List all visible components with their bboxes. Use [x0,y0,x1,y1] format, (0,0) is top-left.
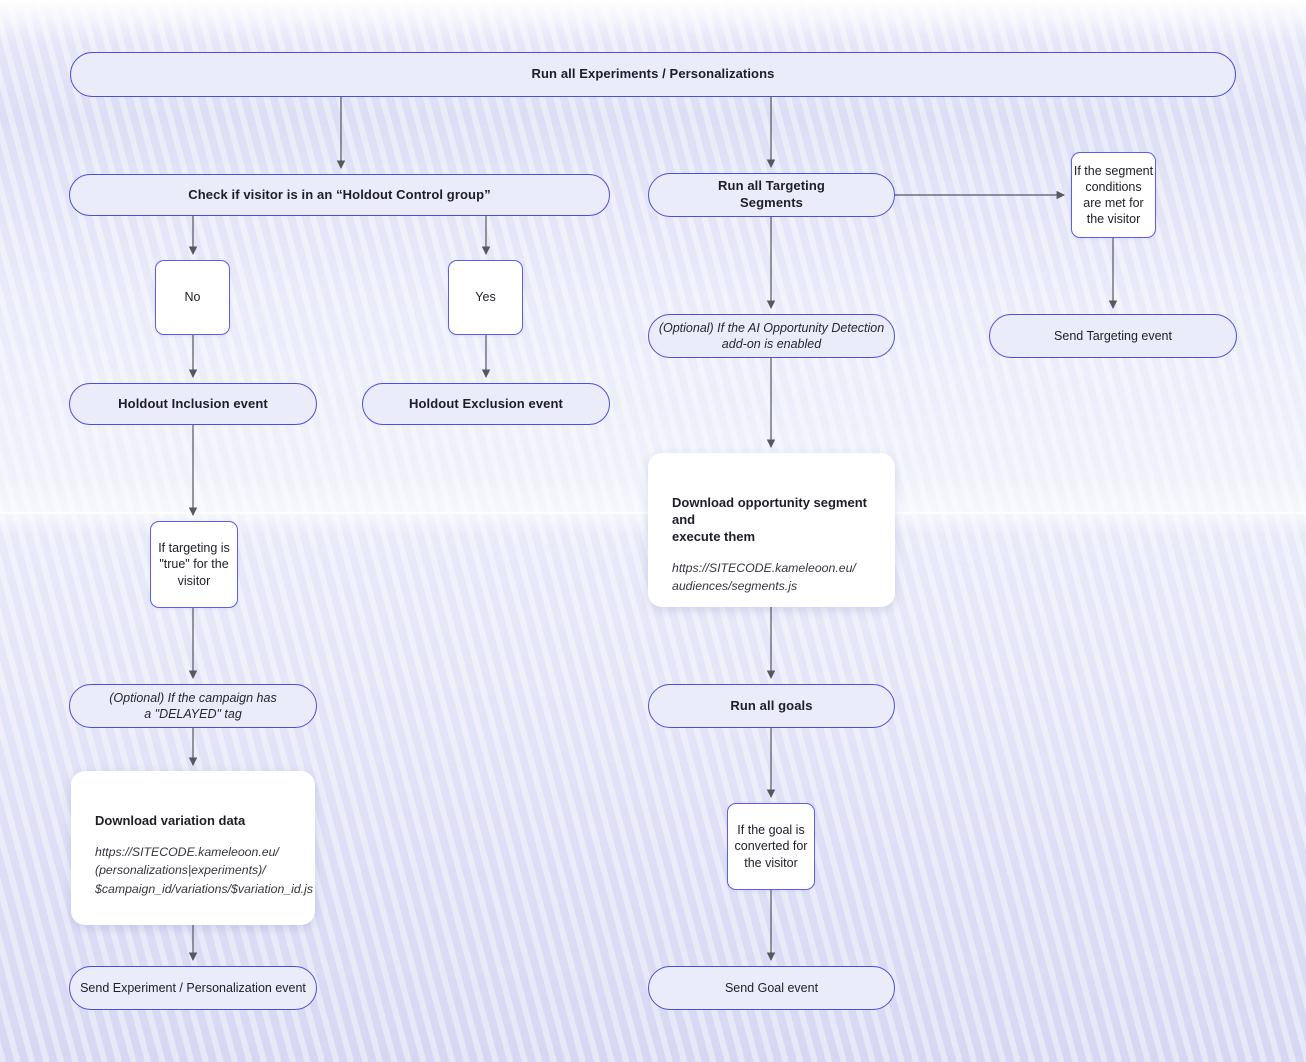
node-send-targeting-event: Send Targeting event [989,314,1237,358]
node-if-segment-conditions-met: If the segment conditions are met for th… [1071,152,1156,238]
card-url-variation-data: https://SITECODE.kameleoon.eu/ (personal… [95,844,314,896]
node-run-all-experiments: Run all Experiments / Personalizations [70,52,1236,97]
node-download-variation-data-card: Download variation data https://SITECODE… [71,771,315,925]
node-send-experiment-event: Send Experiment / Personalization event [69,966,317,1010]
card-url-opportunity-segment: https://SITECODE.kameleoon.eu/ audiences… [672,560,856,594]
node-optional-delayed-tag: (Optional) If the campaign has a "DELAYE… [69,684,317,728]
node-holdout-inclusion-event: Holdout Inclusion event [69,383,317,425]
node-check-holdout-group: Check if visitor is in an “Holdout Contr… [69,174,610,216]
node-if-goal-converted: If the goal is converted for the visitor [727,803,815,890]
node-run-all-goals: Run all goals [648,684,895,728]
node-no: No [155,260,230,335]
card-title-download-opportunity-segment: Download opportunity segment and execute… [672,495,867,544]
node-send-goal-event: Send Goal event [648,966,895,1010]
node-if-targeting-true: If targeting is "true" for the visitor [150,521,238,608]
node-holdout-exclusion-event: Holdout Exclusion event [362,383,610,425]
node-optional-ai-opportunity: (Optional) If the AI Opportunity Detecti… [648,314,895,358]
node-run-all-targeting-segments: Run all Targeting Segments [648,173,895,217]
node-download-opportunity-segment-card: Download opportunity segment and execute… [648,453,895,607]
card-title-download-variation-data: Download variation data [95,813,246,828]
node-yes: Yes [448,260,523,335]
